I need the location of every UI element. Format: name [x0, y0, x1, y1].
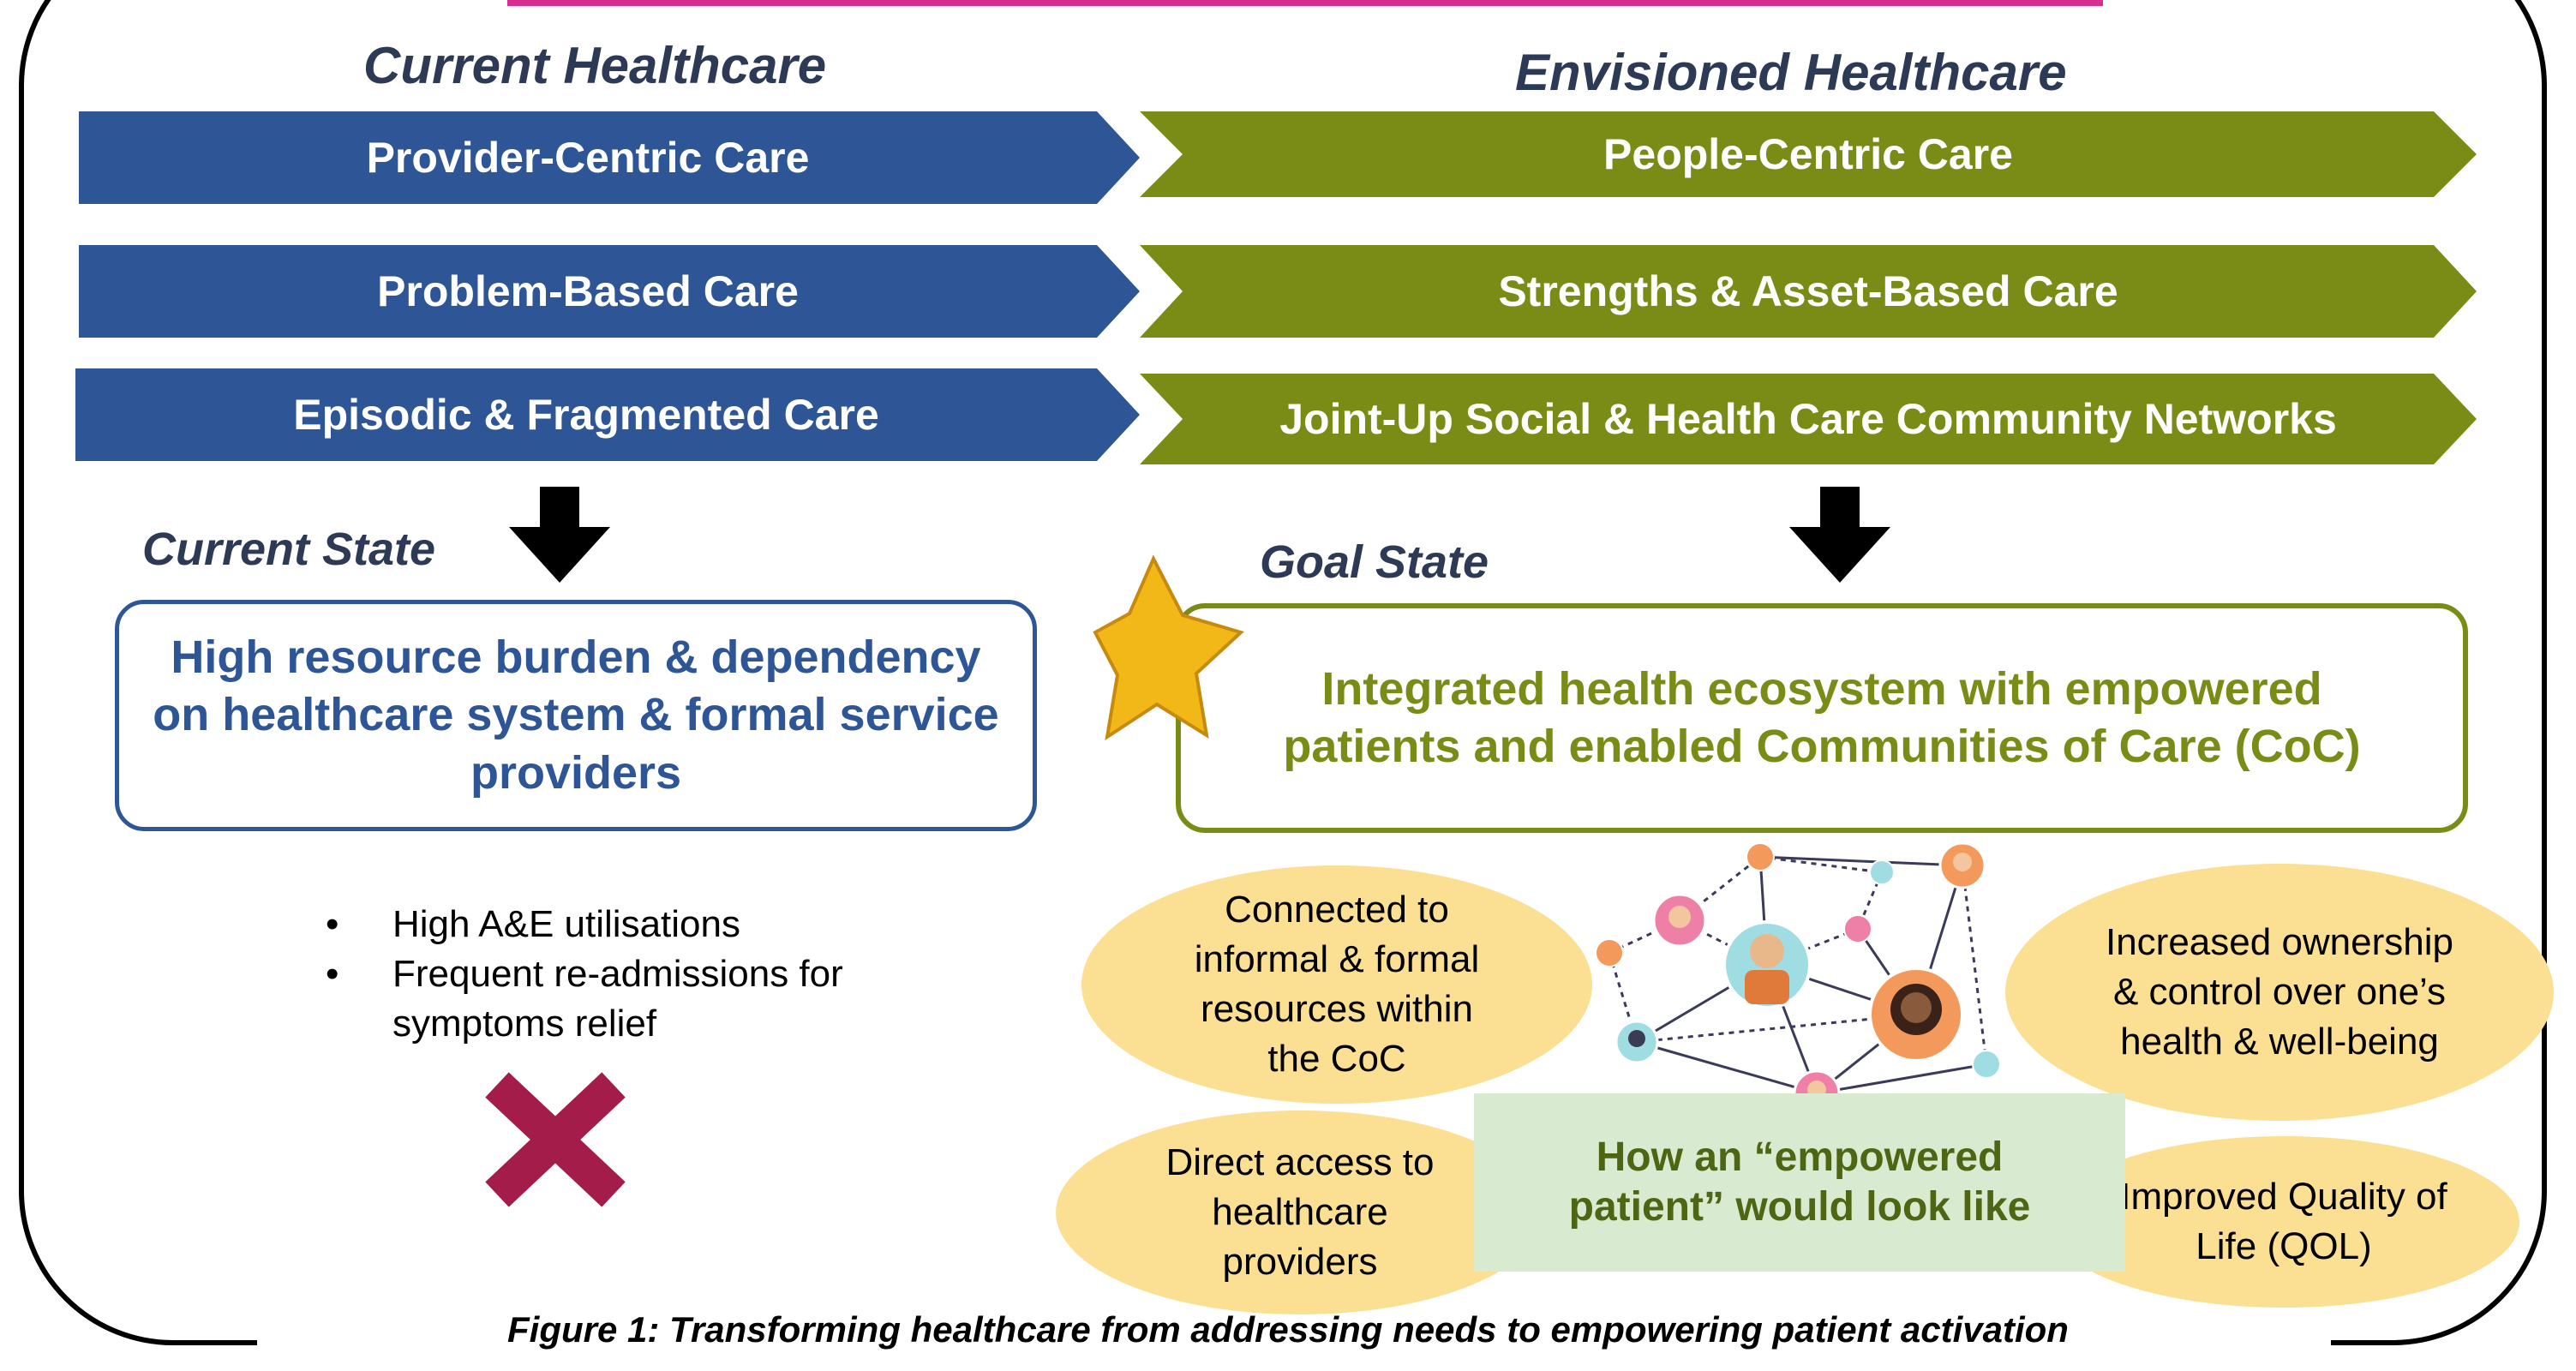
attribute-connected: Connected to informal & formal resources… — [1081, 865, 1592, 1104]
figure-caption: Figure 1: Transforming healthcare from a… — [507, 1309, 2069, 1350]
arrow-strengths-asset-based-care: Strengths & Asset-Based Care — [1140, 245, 2477, 338]
goal-state-title: Goal State — [1260, 536, 1489, 588]
down-arrow-right-icon — [1789, 487, 1890, 583]
attribute-direct-access: Direct access to healthcare providers — [1056, 1111, 1544, 1314]
empowered-patient-label: How an “empowered patient” would look li… — [1474, 1093, 2125, 1272]
down-arrow-left-icon — [509, 487, 610, 583]
arrow-episodic-fragmented-care: Episodic & Fragmented Care — [75, 368, 1140, 461]
goal-state-box: Integrated health ecosystem with empower… — [1176, 603, 2468, 833]
current-healthcare-title: Current Healthcare — [363, 37, 827, 94]
current-state-title: Current State — [142, 524, 436, 575]
top-accent-bar — [507, 0, 2103, 6]
current-state-bullets: •High A&E utilisations •Frequent re-admi… — [326, 900, 941, 1049]
arrow-provider-centric-care: Provider-Centric Care — [79, 111, 1140, 204]
arrow-joint-up-networks: Joint-Up Social & Health Care Community … — [1140, 374, 2477, 464]
attribute-quality-of-life: Improved Quality of Life (QOL) — [2048, 1136, 2519, 1308]
arrow-problem-based-care: Problem-Based Care — [79, 245, 1140, 338]
bullet-item: •Frequent re-admissions for symptoms rel… — [326, 953, 843, 1045]
network-nodes — [1595, 841, 2001, 1117]
attribute-ownership: Increased ownership & control over one’s… — [2005, 864, 2554, 1121]
arrow-people-centric-care: People-Centric Care — [1140, 111, 2477, 197]
envisioned-healthcare-title: Envisioned Healthcare — [1515, 44, 2067, 101]
bullet-item: •High A&E utilisations — [326, 903, 740, 945]
current-state-box: High resource burden & dependency on hea… — [115, 600, 1037, 831]
